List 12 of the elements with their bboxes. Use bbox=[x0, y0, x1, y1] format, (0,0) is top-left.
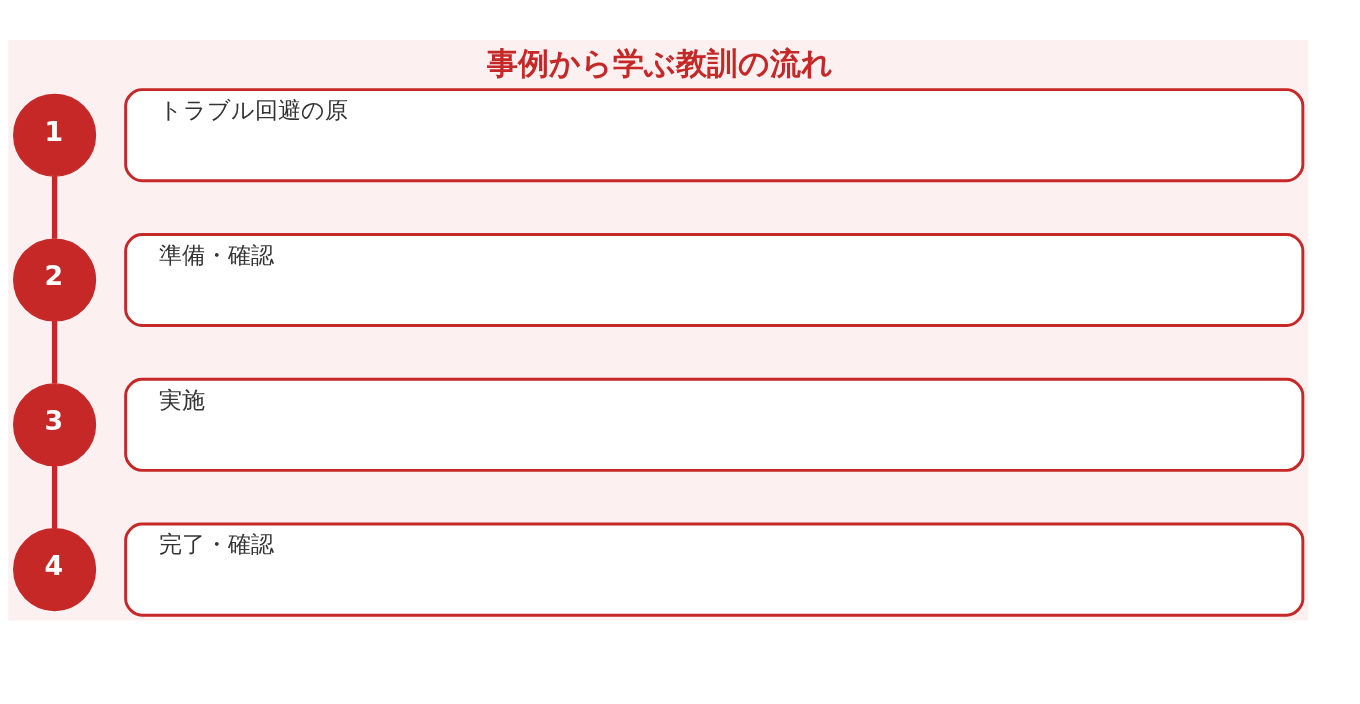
node-box: 実施 bbox=[124, 377, 1305, 472]
node-circle: 1 bbox=[13, 93, 97, 177]
node-circle: 2 bbox=[13, 238, 97, 322]
connector bbox=[51, 176, 58, 239]
node-box: 完了・確認 bbox=[124, 522, 1305, 617]
connector bbox=[51, 465, 58, 529]
node-circle: 3 bbox=[13, 383, 97, 467]
node-box: 準備・確認 bbox=[124, 232, 1305, 328]
node-box: トラブル回避の原 bbox=[124, 88, 1305, 183]
connector bbox=[51, 320, 58, 384]
diagram-title: 事例から学ぶ教訓の流れ bbox=[486, 45, 833, 82]
node-circle: 4 bbox=[13, 528, 97, 612]
